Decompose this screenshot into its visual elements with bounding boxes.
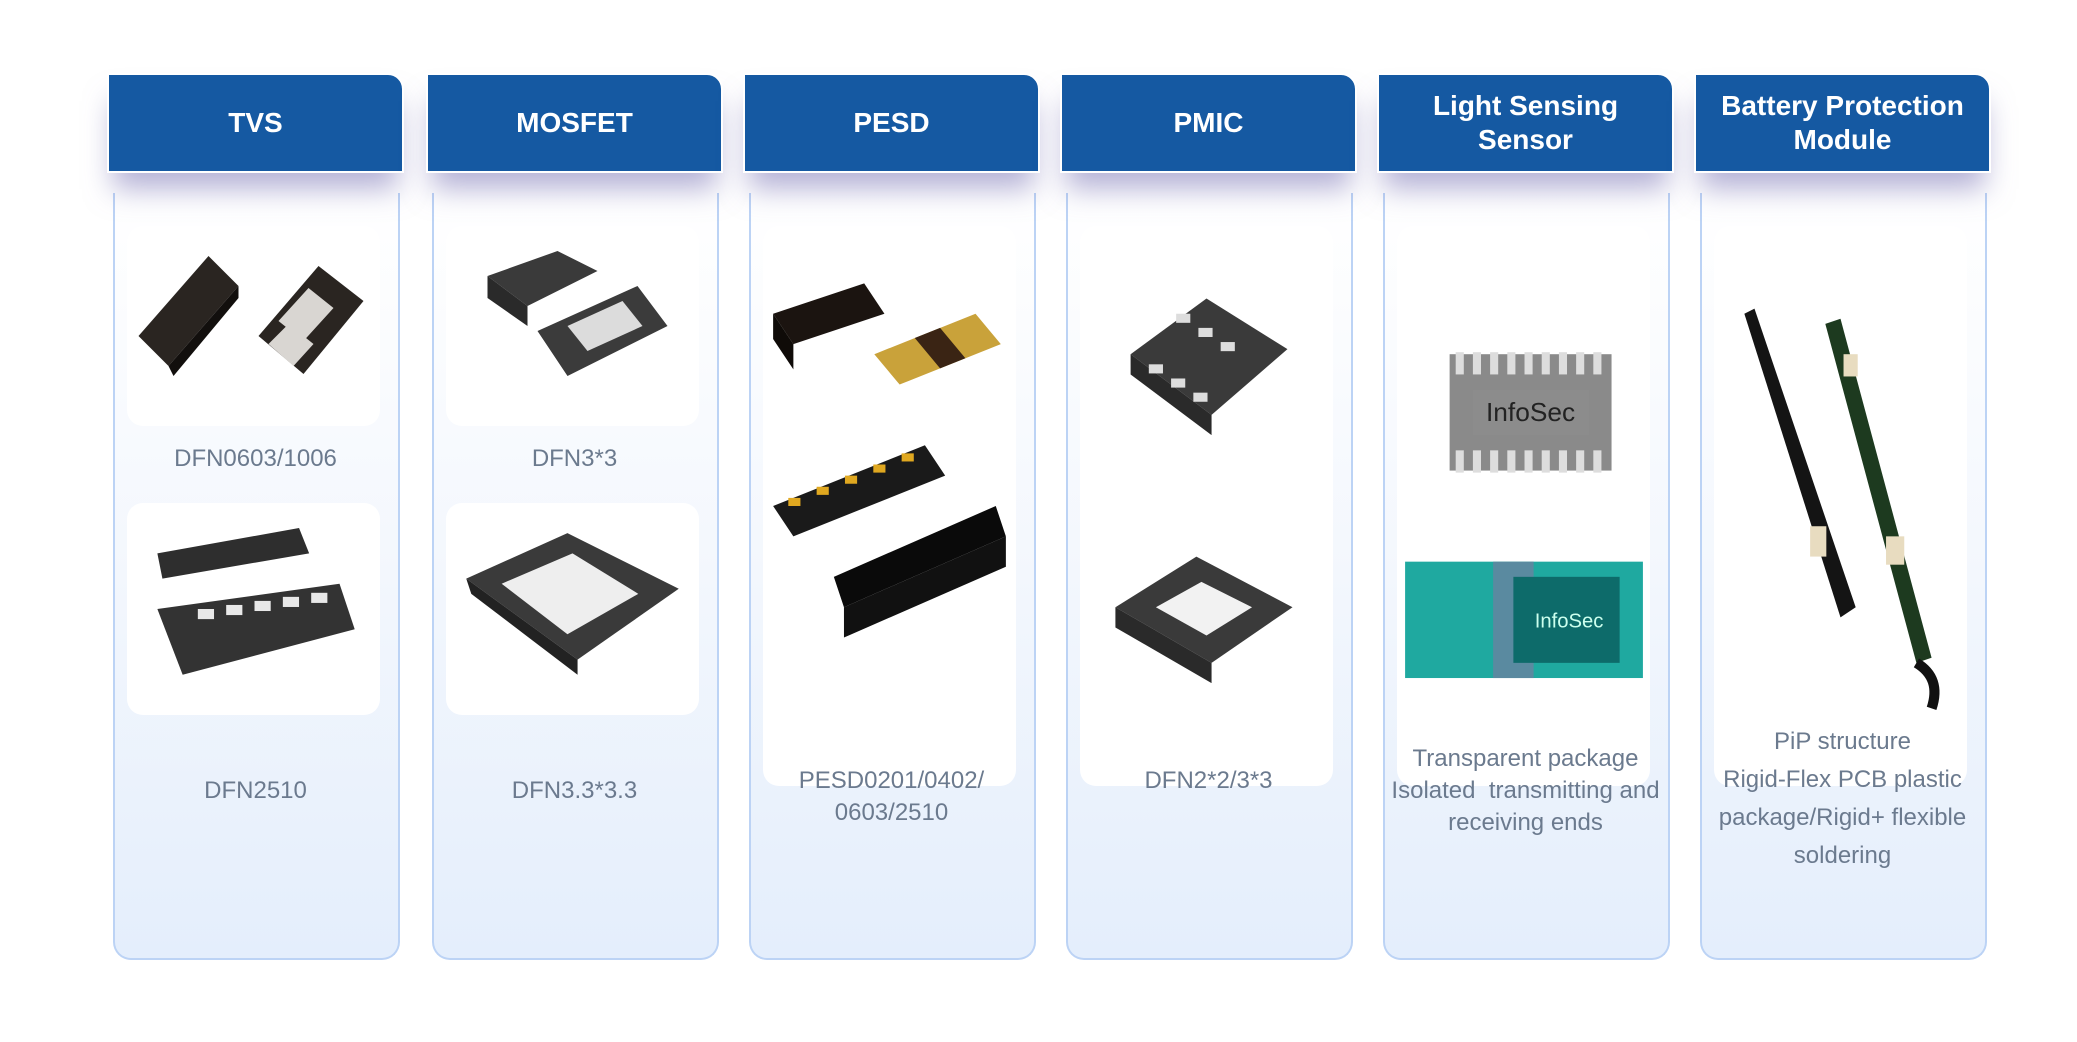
product-title: TVS (228, 107, 283, 138)
dfn33-chip-image (446, 503, 699, 715)
product-header: MOSFET (426, 73, 723, 173)
product-header: Battery Protection Module (1694, 73, 1991, 173)
pesd-chips-image (763, 226, 1016, 786)
product-title: PESD (853, 107, 930, 138)
battery-flex-pcb-image (1714, 226, 1967, 786)
pmic-chips-image (1080, 226, 1333, 786)
product-header: Light Sensing Sensor (1377, 73, 1674, 173)
product-title: Battery Protection Module (1721, 90, 1964, 155)
product-title: MOSFET (516, 107, 633, 138)
light-sensor-image: InfoSec InfoSec (1397, 226, 1650, 786)
package-label: DFN2*2/3*3 (1144, 767, 1273, 794)
product-column-pmic: PMIC DFN2*2/3*3 (1060, 73, 1357, 960)
product-title: Light Sensing Sensor (1432, 90, 1619, 155)
package-label: DFN3*3 (531, 445, 618, 472)
product-header: TVS (107, 73, 404, 173)
package-label: PESD0201/0402/0603/2510 (798, 767, 985, 826)
dfn0603-chip-image (127, 226, 380, 426)
infosec-logo-text: InfoSec (1486, 397, 1575, 427)
dfn3x3-chip-image (446, 226, 699, 426)
dfn2510-chip-image (127, 503, 380, 715)
svg-text:InfoSec: InfoSec (1535, 610, 1604, 632)
package-label: DFN0603/1006 (174, 445, 337, 472)
product-header: PESD (743, 73, 1040, 173)
product-title: PMIC (1173, 107, 1244, 138)
product-column-pesd: PESD PESD0201/0402/0603/2510 (743, 73, 1040, 960)
product-header: PMIC (1060, 73, 1357, 173)
package-label: DFN2510 (204, 777, 307, 804)
package-label: DFN3.3*3.3 (511, 777, 638, 804)
